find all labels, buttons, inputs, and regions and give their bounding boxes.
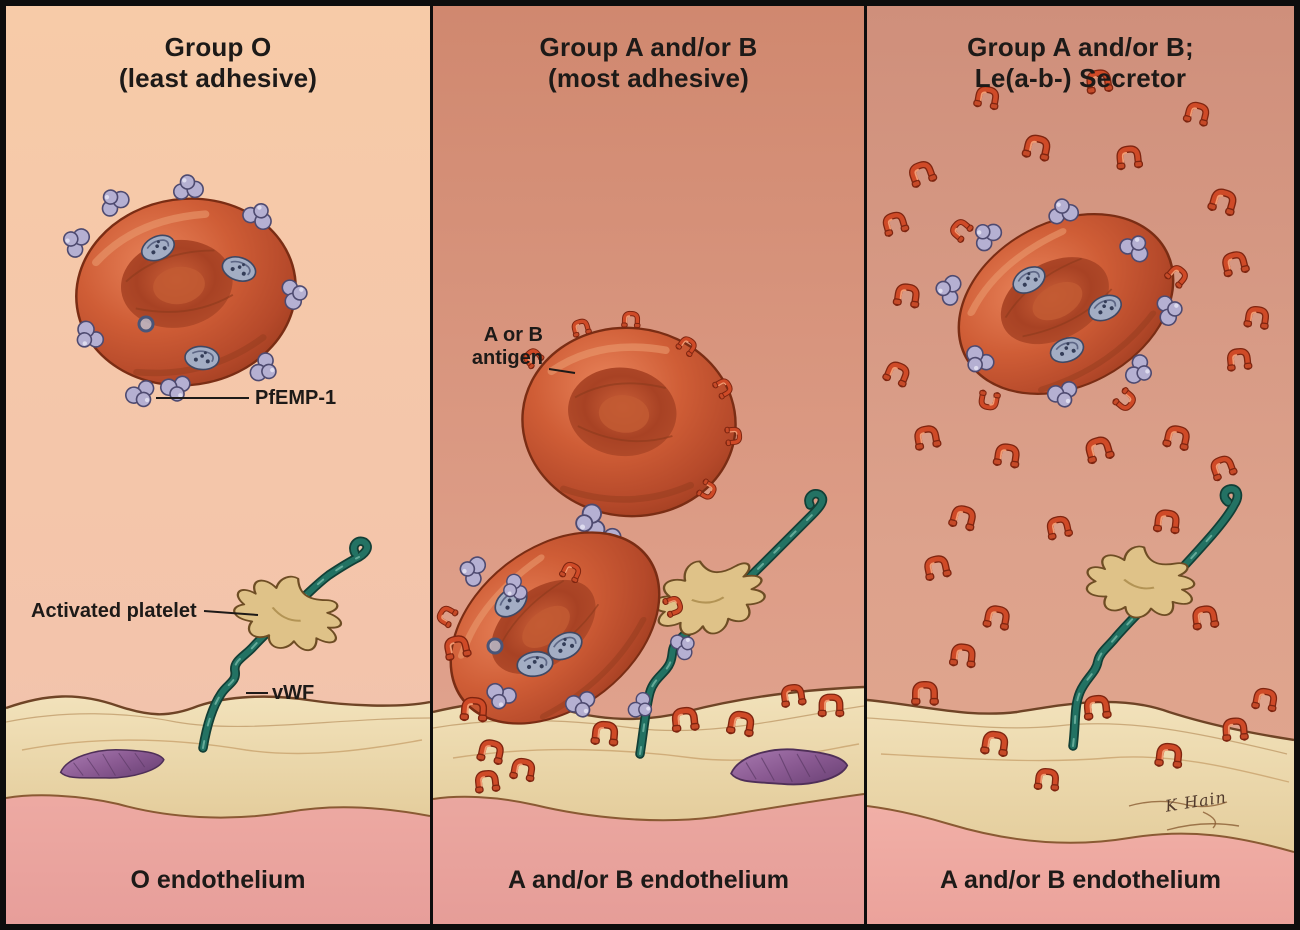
endothelium-crack xyxy=(1128,800,1228,808)
antigen-label-line-2: antigen xyxy=(471,347,543,369)
vwf-label: vWF xyxy=(272,682,315,704)
infected-rbc-icon xyxy=(433,493,701,763)
ring-parasite-icon xyxy=(486,637,504,655)
platelet-leader-line xyxy=(203,610,259,616)
panel-row: Group O (least adhesive) PfEMP-1 Activat… xyxy=(6,6,1294,924)
caption-a-b-endothelium-secretor: A and/or B endothelium xyxy=(939,866,1222,894)
endothelium-band xyxy=(6,695,430,819)
title-line-2: Le(a-b-) Secretor xyxy=(974,62,1187,93)
pfemp1-label: PfEMP-1 xyxy=(255,387,337,409)
ring-parasite-icon xyxy=(137,315,155,333)
endothelium-crack xyxy=(1166,823,1240,831)
panel-group-a-or-b-art xyxy=(433,6,864,924)
title-line-1: Group A and/or B; xyxy=(967,32,1194,62)
caption-o-endothelium: O endothelium xyxy=(130,866,306,894)
panel-secretor-art xyxy=(867,6,1294,924)
a-or-b-antigen-label: A or B antigen xyxy=(447,324,543,370)
panel-title-group-a-or-b: Group A and/or B (most adhesive) xyxy=(433,32,864,93)
title-line-2: (most adhesive) xyxy=(548,62,749,93)
infected-rbc-icon xyxy=(56,172,309,413)
antigen-label-line-1: A or B xyxy=(483,324,543,346)
panel-group-o-art xyxy=(6,6,430,924)
endothelium-crack xyxy=(1202,811,1217,829)
title-line-2: (least adhesive) xyxy=(118,62,318,93)
panel-title-secretor: Group A and/or B; Le(a-b-) Secretor xyxy=(867,32,1294,93)
caption-a-b-endothelium: A and/or B endothelium xyxy=(507,866,790,894)
antigen-leader-line xyxy=(548,368,576,374)
panel-group-o: Group O (least adhesive) PfEMP-1 Activat… xyxy=(6,6,430,924)
activated-platelet-label: Activated platelet xyxy=(31,600,197,622)
title-line-1: Group A and/or B xyxy=(539,32,758,62)
panel-group-a-or-b-secretor: Group A and/or B; Le(a-b-) Secretor K Ha… xyxy=(867,6,1294,924)
panel-group-a-or-b: Group A and/or B (most adhesive) A or B … xyxy=(433,6,864,924)
title-line-1: Group O xyxy=(164,32,272,62)
panel-title-group-o: Group O (least adhesive) xyxy=(6,32,430,93)
